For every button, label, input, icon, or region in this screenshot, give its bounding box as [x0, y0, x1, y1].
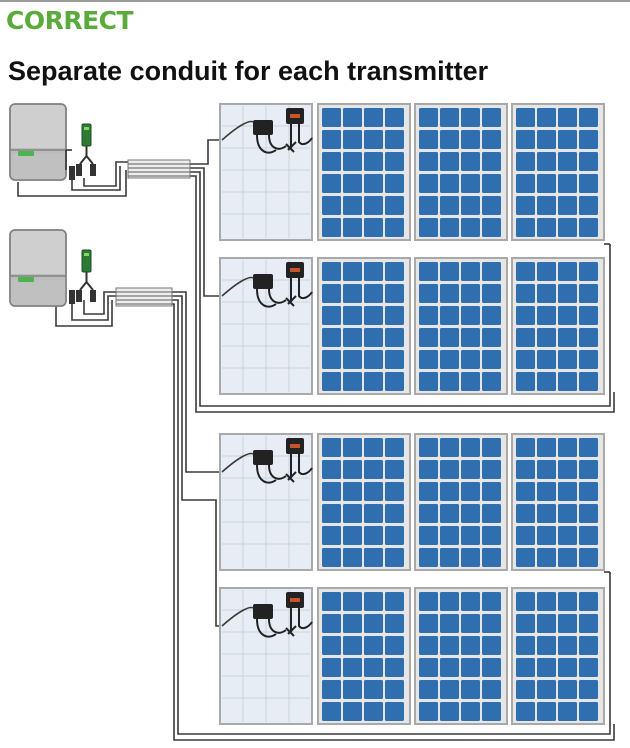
wiring-runs	[17, 139, 615, 741]
panel-row-4	[219, 587, 605, 725]
diagram-title: Separate conduit for each transmitter	[8, 56, 489, 86]
conduit-upper	[127, 159, 191, 179]
correct-label: CORRECT	[6, 6, 134, 35]
panel-row-2	[219, 257, 605, 395]
panel-row-1	[219, 103, 605, 241]
inverter-upper	[9, 103, 97, 181]
top-rule	[0, 0, 630, 2]
inverter-lower	[9, 229, 97, 307]
conduit-lower	[115, 287, 173, 307]
panel-row-3	[219, 433, 605, 571]
